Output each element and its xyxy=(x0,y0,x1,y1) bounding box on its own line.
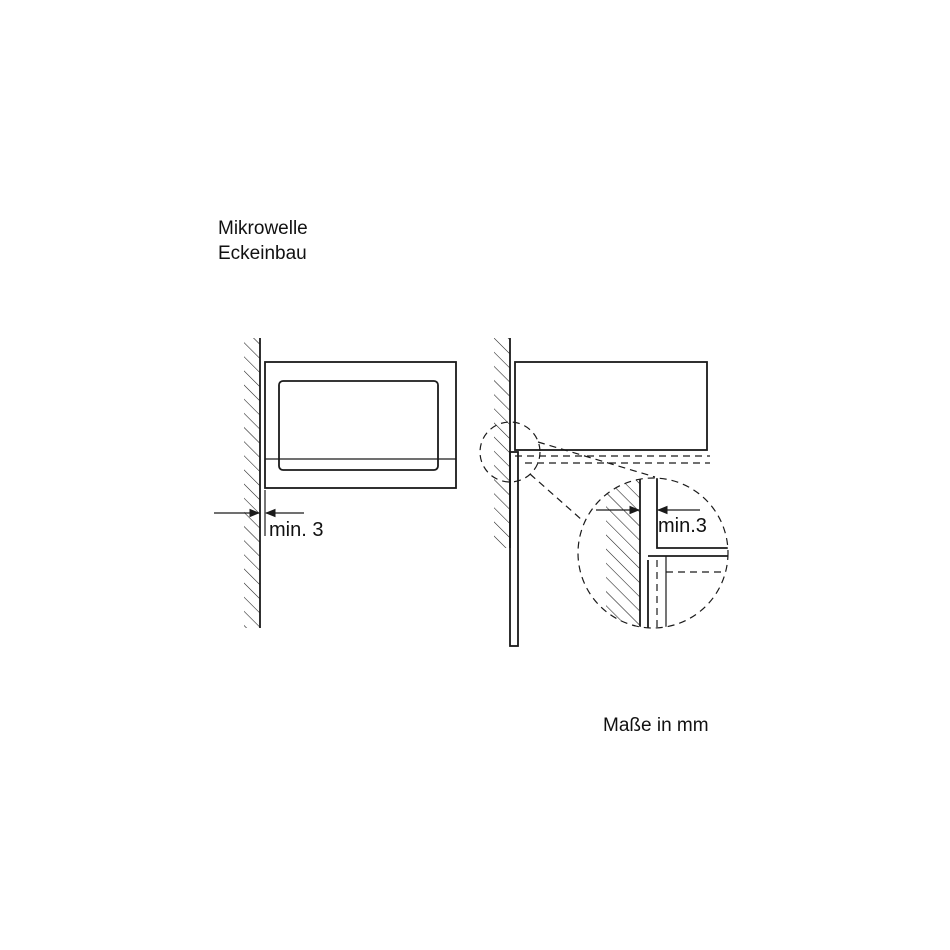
detail-zoom-content xyxy=(606,478,728,628)
microwave-front-frame xyxy=(264,361,457,489)
detail-zoom-circle xyxy=(577,477,729,629)
title-line-1: Mikrowelle xyxy=(218,218,308,239)
detail-dimension-label: min.3 xyxy=(658,515,707,537)
microwave-window xyxy=(278,380,439,471)
right-wall-hatching xyxy=(494,338,510,548)
detail-wall-hatching xyxy=(606,478,640,628)
title-line-2: Eckeinbau xyxy=(218,243,307,264)
detail-microwave-corner xyxy=(656,478,728,549)
right-view: min.3 xyxy=(479,338,729,647)
side-panel xyxy=(509,451,519,647)
detail-marker-circle xyxy=(479,421,541,483)
microwave-side-body xyxy=(514,361,708,451)
detail-connector-lower xyxy=(529,473,583,521)
units-label: Maße in mm xyxy=(603,715,709,736)
left-wall-hatching xyxy=(244,338,260,628)
left-dimension-label: min. 3 xyxy=(269,519,323,541)
left-view: min. 3 xyxy=(214,338,457,628)
detail-connector-upper xyxy=(537,441,656,478)
